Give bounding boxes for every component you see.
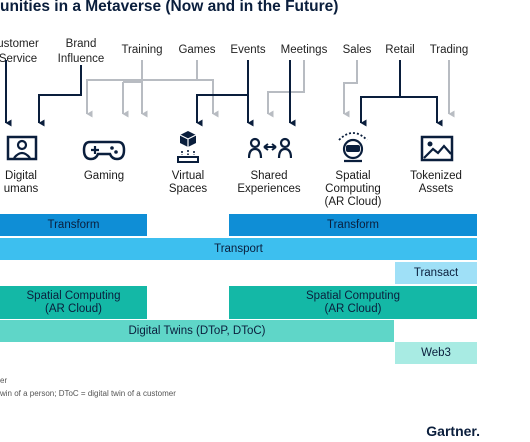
vr-headset-icon [338, 132, 368, 163]
arrow-meetings-shared [267, 60, 305, 118]
source-retail: Retail [385, 44, 415, 56]
two-people-icon [248, 137, 292, 159]
bar-spatial-right: Spatial Computing (AR Cloud) [229, 286, 477, 319]
cube-hologram-icon [177, 131, 199, 163]
target-digital-humans: Digital umans [3, 170, 39, 195]
image-frame-icon [420, 135, 454, 162]
bar-transport: Transport [0, 238, 477, 260]
bar-transact: Transact [395, 262, 477, 284]
arrow-games-gaming [86, 60, 198, 118]
bar-digital-twins: Digital Twins (DToP, DToC) [0, 320, 394, 342]
gartner-logo: Gartner. [426, 423, 480, 439]
diagram-title: unities in a Metaverse (Now and in the F… [0, 0, 339, 15]
arrow-sales-spatial [343, 60, 358, 118]
bar-transform-left: Transform [0, 214, 147, 236]
source-games: Games [178, 44, 216, 56]
arrow-games-virtual [197, 79, 214, 114]
arrow-retail-spatial [360, 60, 401, 127]
bar-transform-right: Transform [229, 214, 477, 236]
arrow-brand-humans [38, 65, 82, 127]
bar-web3: Web3 [395, 342, 477, 364]
source-customer-service: ustomer Service [0, 38, 39, 65]
target-shared-experiences: Shared Experiences [237, 170, 301, 195]
source-meetings: Meetings [280, 44, 328, 56]
target-tokenized-assets: Tokenized Assets [410, 170, 462, 195]
portrait-icon [6, 135, 38, 161]
connector-arrows [5, 60, 455, 127]
target-gaming: Gaming [83, 170, 125, 182]
source-training: Training [121, 44, 163, 56]
footnote-line-2: win of a person; DToC = digital twin of … [0, 389, 176, 398]
gamepad-icon [82, 140, 126, 161]
footnote-line-1: er [0, 376, 8, 385]
source-trading: Trading [429, 44, 469, 56]
source-brand-influence: Brand Influence [57, 38, 105, 65]
source-events: Events [230, 44, 266, 56]
target-virtual-spaces: Virtual Spaces [168, 170, 208, 195]
bar-spatial-left: Spatial Computing (AR Cloud) [0, 286, 147, 319]
arrow-events-virtual [196, 94, 248, 127]
arrow-retail-tokenized [400, 96, 443, 127]
target-spatial-computing: Spatial Computing (AR Cloud) [324, 170, 382, 208]
source-sales: Sales [342, 44, 372, 56]
